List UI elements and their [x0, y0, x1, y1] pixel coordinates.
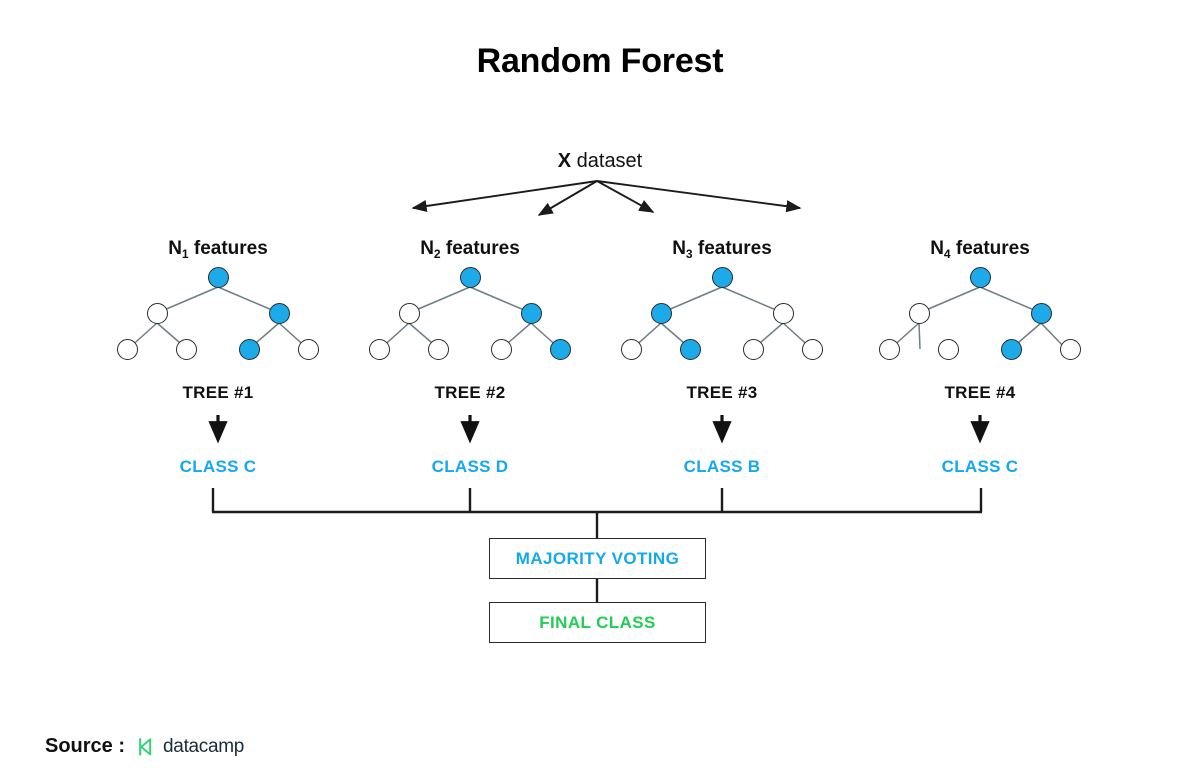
tree-2-branch-node-1	[398, 302, 420, 324]
feature-label-n-1: N	[168, 238, 182, 259]
final-class-box: FINAL CLASS	[489, 602, 706, 643]
class-label-tree-3: CLASS B	[683, 457, 761, 476]
tree-2-leaf-node-1	[369, 338, 390, 360]
feature-label-tree-2: N2 features	[370, 238, 570, 261]
feature-label-tree-4: N4 features	[880, 238, 1080, 261]
feature-label-n-3: N	[672, 238, 686, 259]
feature-label-sub-1: 1	[181, 247, 189, 261]
feature-label-sub-4: 4	[943, 247, 951, 261]
tree-4-leaf-node-4	[1060, 338, 1081, 360]
feature-label-suffix-4: features	[950, 238, 1030, 259]
tree-caption-3: TREE #3	[686, 383, 758, 402]
datacamp-logo: datacamp	[136, 736, 244, 758]
tree-3-leaf-node-1	[621, 338, 642, 360]
tree-1-leaf-node-1	[117, 338, 138, 360]
tree-4-leaf-node-3	[1001, 338, 1022, 360]
split-arrow-4	[596, 180, 802, 213]
feature-label-sub-2: 2	[433, 247, 441, 261]
feature-label-suffix-3: features	[692, 238, 772, 259]
tree-2-leaf-node-3	[491, 338, 512, 360]
tree-4-branch-node-2	[1030, 302, 1052, 324]
feature-label-n-4: N	[930, 238, 944, 259]
dataset-label-symbol: X	[557, 150, 572, 172]
split-arrow-3	[596, 180, 655, 213]
tree-1-leaf-node-4	[298, 338, 319, 360]
feature-label-tree-1: N1 features	[118, 238, 318, 261]
dataset-split-arrows	[411, 180, 802, 216]
datacamp-mark-icon	[139, 737, 152, 756]
tree-4-leaf-node-2	[938, 338, 959, 360]
source-label: Source :	[45, 735, 126, 757]
page-title: Random Forest	[476, 42, 724, 80]
tree-caption-2: TREE #2	[434, 383, 506, 402]
tree-2-leaf-node-4	[550, 338, 571, 360]
tree-2-leaf-node-2	[428, 338, 449, 360]
tree-4-leaf-node-1	[879, 338, 900, 360]
tree-3-leaf-node-4	[802, 338, 823, 360]
feature-label-sub-3: 3	[685, 247, 693, 261]
tree-3-root-node	[711, 266, 733, 288]
dataset-label: X dataset	[0, 150, 1200, 173]
tree-caption-4: TREE #4	[944, 383, 1016, 402]
class-label-tree-4: CLASS C	[941, 457, 1019, 476]
dataset-label-word: dataset	[571, 150, 643, 172]
split-arrow-1	[411, 180, 598, 213]
tree-caption-1: TREE #1	[182, 383, 254, 402]
tree-1-branch-node-2	[268, 302, 290, 324]
tree-4-root-node	[969, 266, 991, 288]
class-label-tree-1: CLASS C	[179, 457, 257, 476]
tree-3-leaf-node-2	[680, 338, 701, 360]
tree-1-root-node	[207, 266, 229, 288]
feature-label-suffix-1: features	[188, 238, 268, 259]
feature-label-tree-3: N3 features	[622, 238, 822, 261]
tree-result-arrows	[208, 415, 990, 444]
tree-3-leaf-node-3	[743, 338, 764, 360]
tree-2-branch-node-2	[520, 302, 542, 324]
tree-1-leaf-node-2	[176, 338, 197, 360]
feature-label-n-2: N	[420, 238, 434, 259]
split-arrow-2	[537, 180, 598, 216]
tree-1-leaf-node-3	[239, 338, 260, 360]
class-label-tree-2: CLASS D	[431, 457, 509, 476]
tree-2-root-node	[459, 266, 481, 288]
feature-label-suffix-2: features	[440, 238, 520, 259]
majority-voting-box: MAJORITY VOTING	[489, 538, 706, 579]
tree-1-branch-node-1	[146, 302, 168, 324]
datacamp-wordmark: datacamp	[163, 735, 245, 757]
tree-3-branch-node-1	[650, 302, 672, 324]
source-footer: Source : datacamp	[45, 735, 244, 758]
tree-3-branch-node-2	[772, 302, 794, 324]
tree-4-branch-node-1	[908, 302, 930, 324]
